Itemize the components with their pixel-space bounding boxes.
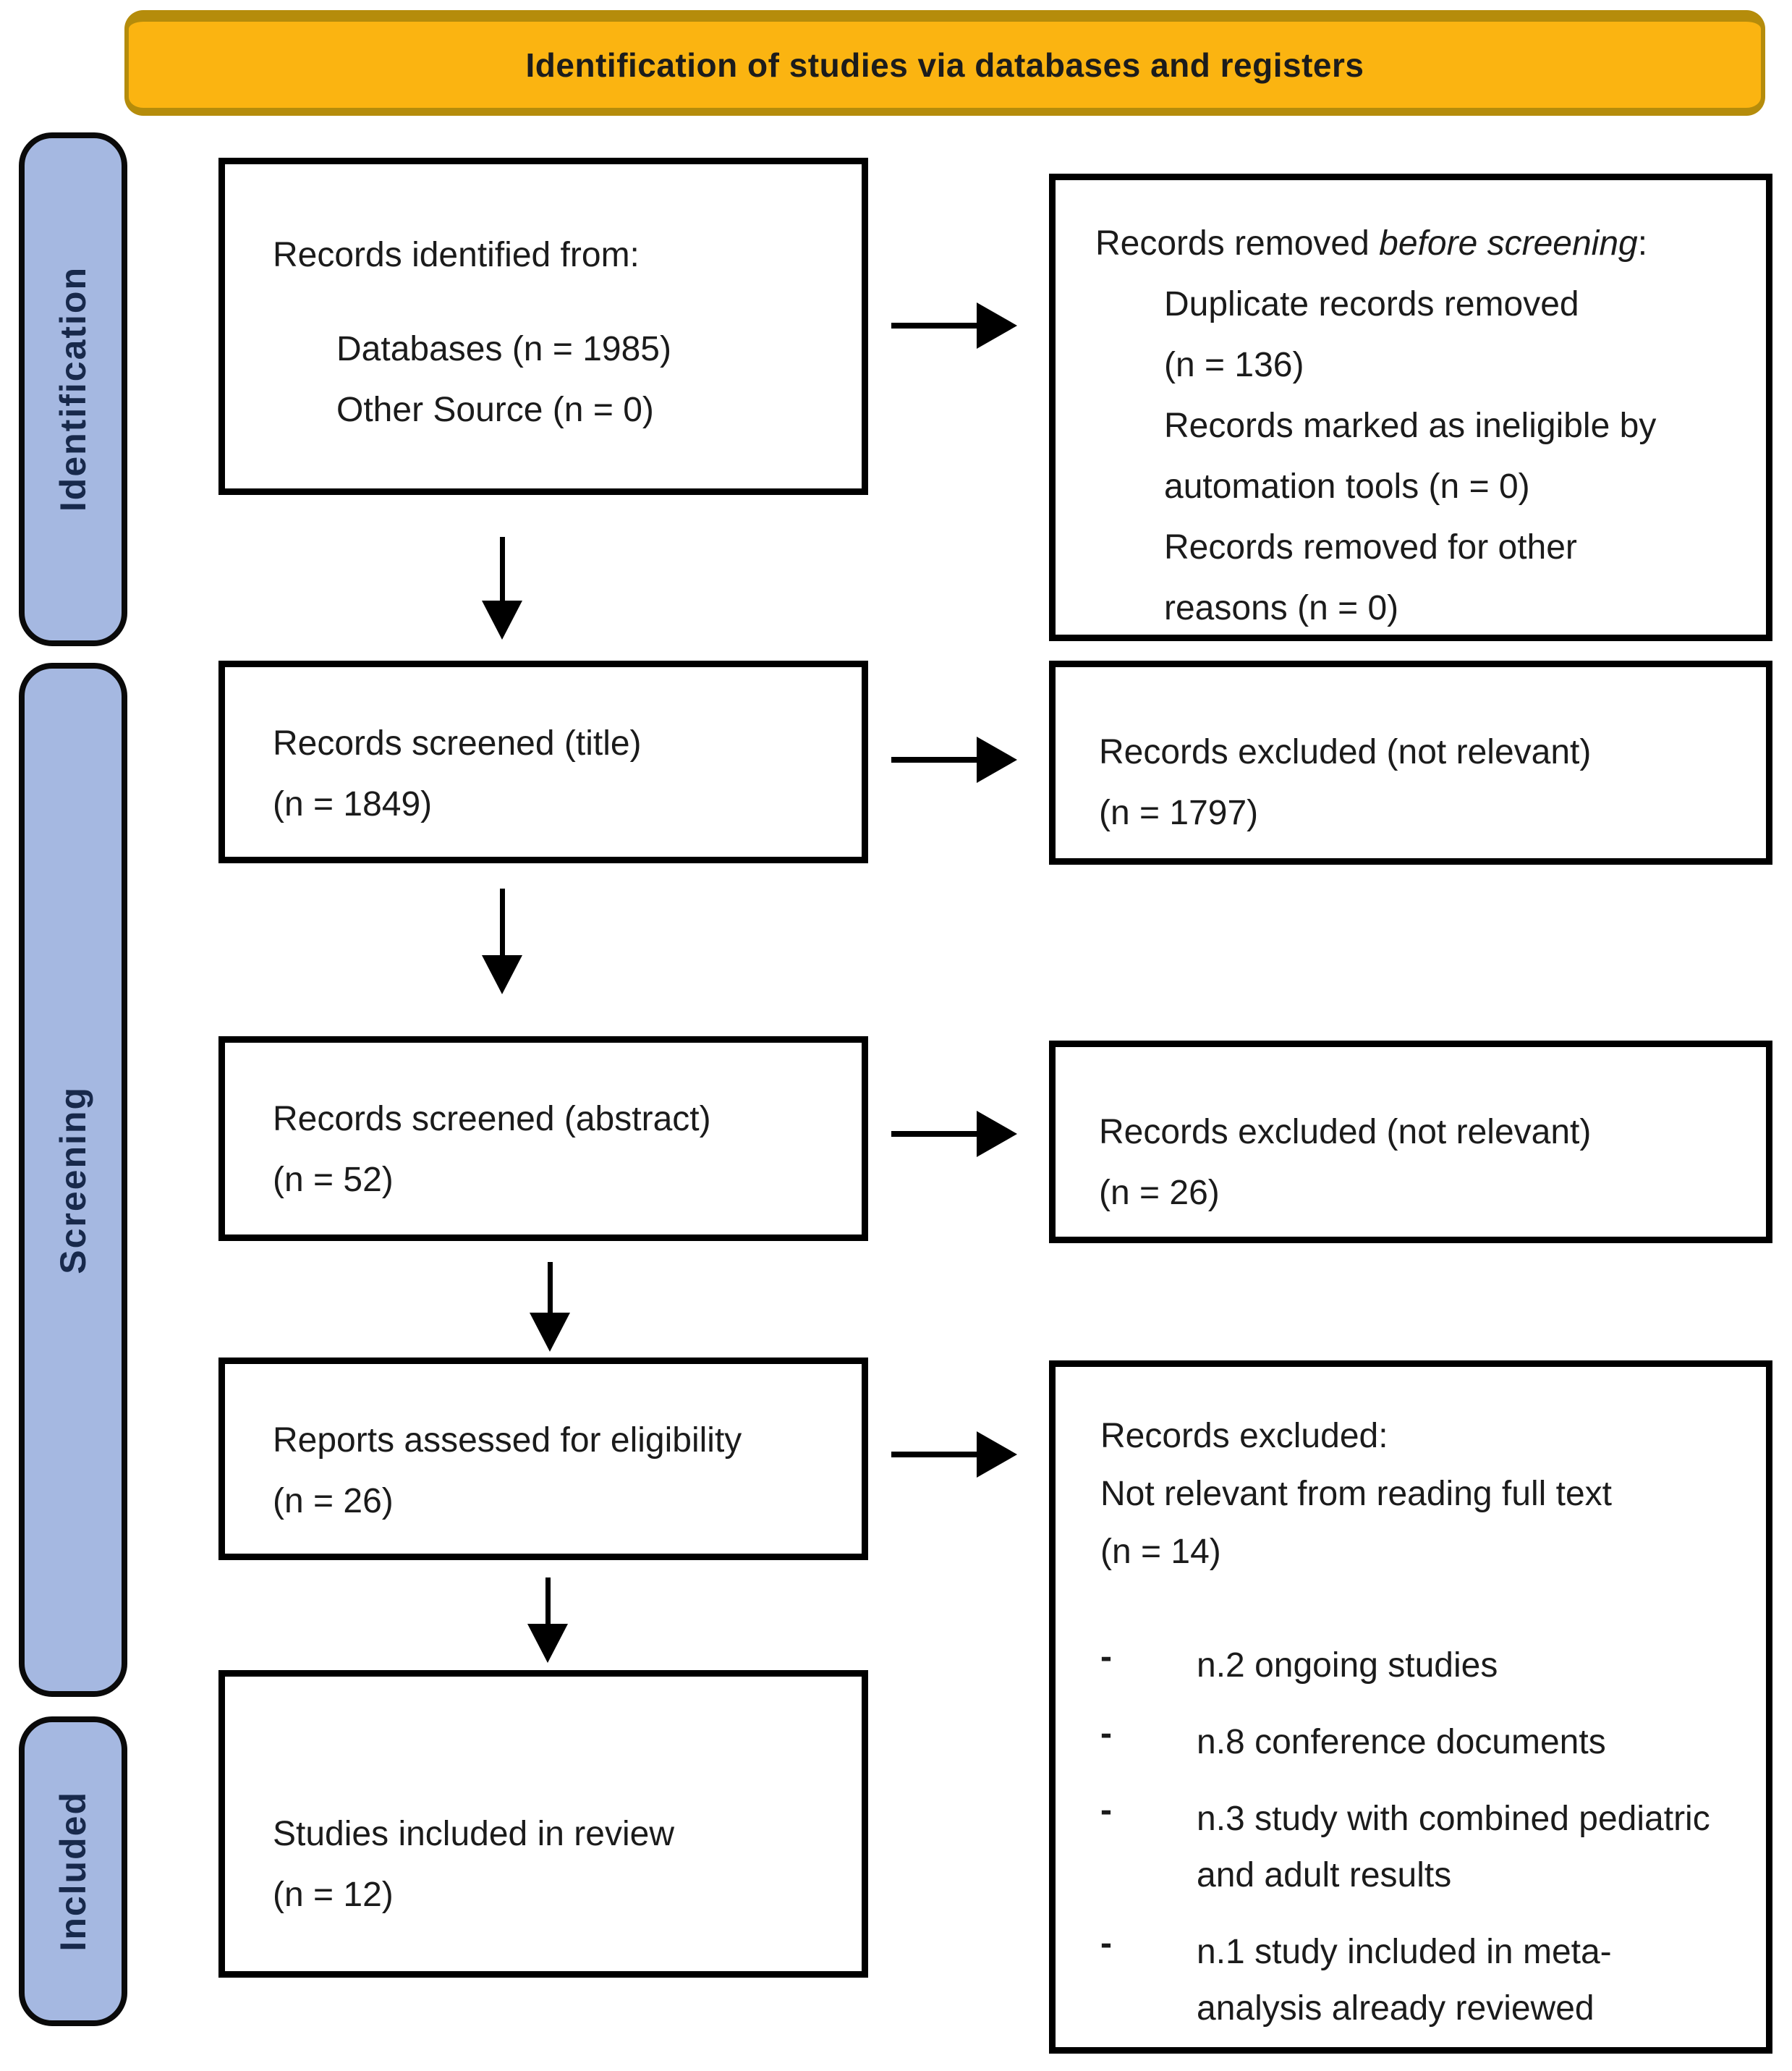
arrowhead-down-icon: [482, 955, 522, 994]
arrow-line: [891, 323, 980, 329]
reason-text: n.3 study with combined pediatric and ad…: [1197, 1800, 1710, 1894]
excluded-fulltext-header-2: Not relevant from reading full text: [1100, 1475, 1612, 1513]
reports-assessed-text: Reports assessed for eligibility: [273, 1421, 742, 1460]
banner: Identification of studies via databases …: [124, 10, 1765, 116]
arrowhead-right-icon: [977, 302, 1017, 349]
excluded-fulltext-reasons: - n.2 ongoing studies - n.8 conference d…: [1100, 1638, 1755, 2037]
stage-identification-label: Identification: [53, 266, 93, 512]
reason-conference-documents: - n.8 conference documents: [1100, 1714, 1725, 1771]
excl-duplicates: Duplicate records removed (n = 136): [1164, 285, 1579, 384]
dash-bullet-icon: -: [1100, 1924, 1112, 1962]
excl-other-reasons: Records removed for other reasons (n = 0…: [1164, 528, 1577, 627]
reason-text: n.8 conference documents: [1197, 1723, 1606, 1761]
records-screened-title-text: Records screened (title): [273, 724, 642, 763]
reason-meta-analysis: - n.1 study included in meta-analysis al…: [1100, 1924, 1725, 2037]
excluded-title-text: Records excluded (not relevant): [1099, 733, 1592, 771]
excl-automation: Records marked as ineligible by automati…: [1164, 407, 1657, 506]
box-records-screened-abstract: Records screened (abstract) (n = 52): [218, 1036, 868, 1241]
arrow-right-abstract-to-excluded: [891, 1111, 1019, 1157]
arrow-down-identified-to-screened-title: [482, 537, 522, 640]
arrowhead-down-icon: [482, 601, 522, 640]
arrow-right-title-to-excluded: [891, 737, 1019, 783]
reason-combined-results: - n.3 study with combined pediatric and …: [1100, 1791, 1725, 1904]
stage-identification: Identification: [19, 132, 127, 646]
title-part-italic: before screening: [1379, 224, 1638, 263]
records-screened-abstract-count: (n = 52): [273, 1161, 394, 1199]
records-screened-abstract-text: Records screened (abstract): [273, 1100, 711, 1138]
removed-before-screening-items: Duplicate records removed (n = 136) Reco…: [1164, 274, 1754, 639]
box-excluded-full-text: Records excluded: Not relevant from read…: [1049, 1360, 1772, 2054]
title-part-1: Records removed: [1095, 224, 1380, 263]
arrow-down-screened-title-to-abstract: [482, 889, 522, 994]
arrowhead-down-icon: [527, 1624, 568, 1663]
studies-included-text: Studies included in review: [273, 1815, 674, 1853]
arrowhead-right-icon: [977, 737, 1017, 783]
stage-included-label: Included: [53, 1791, 93, 1952]
excluded-abstract-text: Records excluded (not relevant): [1099, 1113, 1592, 1151]
source-other: Other Source (n = 0): [336, 391, 654, 429]
box-records-identified-title: Records identified from:: [273, 236, 640, 274]
arrowhead-right-icon: [977, 1431, 1017, 1478]
dash-bullet-icon: -: [1100, 1638, 1112, 1676]
arrow-line: [891, 1452, 980, 1457]
excluded-fulltext-count: (n = 14): [1100, 1533, 1221, 1571]
arrow-line: [545, 1577, 551, 1624]
records-identified-sources: Databases (n = 1985) Other Source (n = 0…: [336, 319, 843, 441]
dash-bullet-icon: -: [1100, 1714, 1112, 1753]
stage-screening-label: Screening: [53, 1085, 93, 1274]
arrow-right-identified-to-removed: [891, 302, 1019, 349]
box-reports-assessed: Reports assessed for eligibility (n = 26…: [218, 1358, 868, 1560]
reason-ongoing-studies: - n.2 ongoing studies: [1100, 1638, 1725, 1694]
dash-bullet-icon: -: [1100, 1791, 1112, 1829]
arrow-line: [499, 537, 505, 601]
arrow-right-assessed-to-excluded: [891, 1431, 1019, 1478]
stage-screening: Screening: [19, 663, 127, 1697]
arrowhead-down-icon: [530, 1313, 570, 1352]
studies-included-count: (n = 12): [273, 1876, 394, 1914]
box-excluded-title-screen: Records excluded (not relevant) (n = 179…: [1049, 661, 1772, 865]
arrow-line: [499, 889, 505, 955]
title-part-2: :: [1637, 224, 1648, 263]
box-excluded-abstract-screen: Records excluded (not relevant) (n = 26): [1049, 1041, 1772, 1243]
reason-text: n.2 ongoing studies: [1197, 1646, 1498, 1685]
arrow-line: [891, 1131, 980, 1137]
banner-title: Identification of studies via databases …: [525, 46, 1364, 84]
box-studies-included: Studies included in review (n = 12): [218, 1670, 868, 1978]
excluded-abstract-count: (n = 26): [1099, 1174, 1220, 1212]
stage-included: Included: [19, 1716, 127, 2026]
source-databases: Databases (n = 1985): [336, 330, 671, 368]
box-records-identified: Records identified from: Databases (n = …: [218, 158, 868, 495]
box-removed-before-screening: Records removed before screening: Duplic…: [1049, 174, 1772, 641]
box-records-screened-title: Records screened (title) (n = 1849): [218, 661, 868, 863]
reports-assessed-count: (n = 26): [273, 1482, 394, 1520]
removed-before-screening-title: Records removed before screening:: [1095, 213, 1754, 274]
excluded-fulltext-header-1: Records excluded:: [1100, 1417, 1388, 1455]
arrow-line: [891, 757, 980, 763]
reason-text: n.1 study included in meta-analysis alre…: [1197, 1933, 1612, 2028]
records-screened-title-count: (n = 1849): [273, 785, 433, 823]
arrow-line: [547, 1262, 553, 1313]
excluded-title-count: (n = 1797): [1099, 794, 1259, 832]
arrowhead-right-icon: [977, 1111, 1017, 1157]
arrow-down-assessed-to-included: [527, 1577, 568, 1663]
arrow-down-abstract-to-assessed: [530, 1262, 570, 1352]
